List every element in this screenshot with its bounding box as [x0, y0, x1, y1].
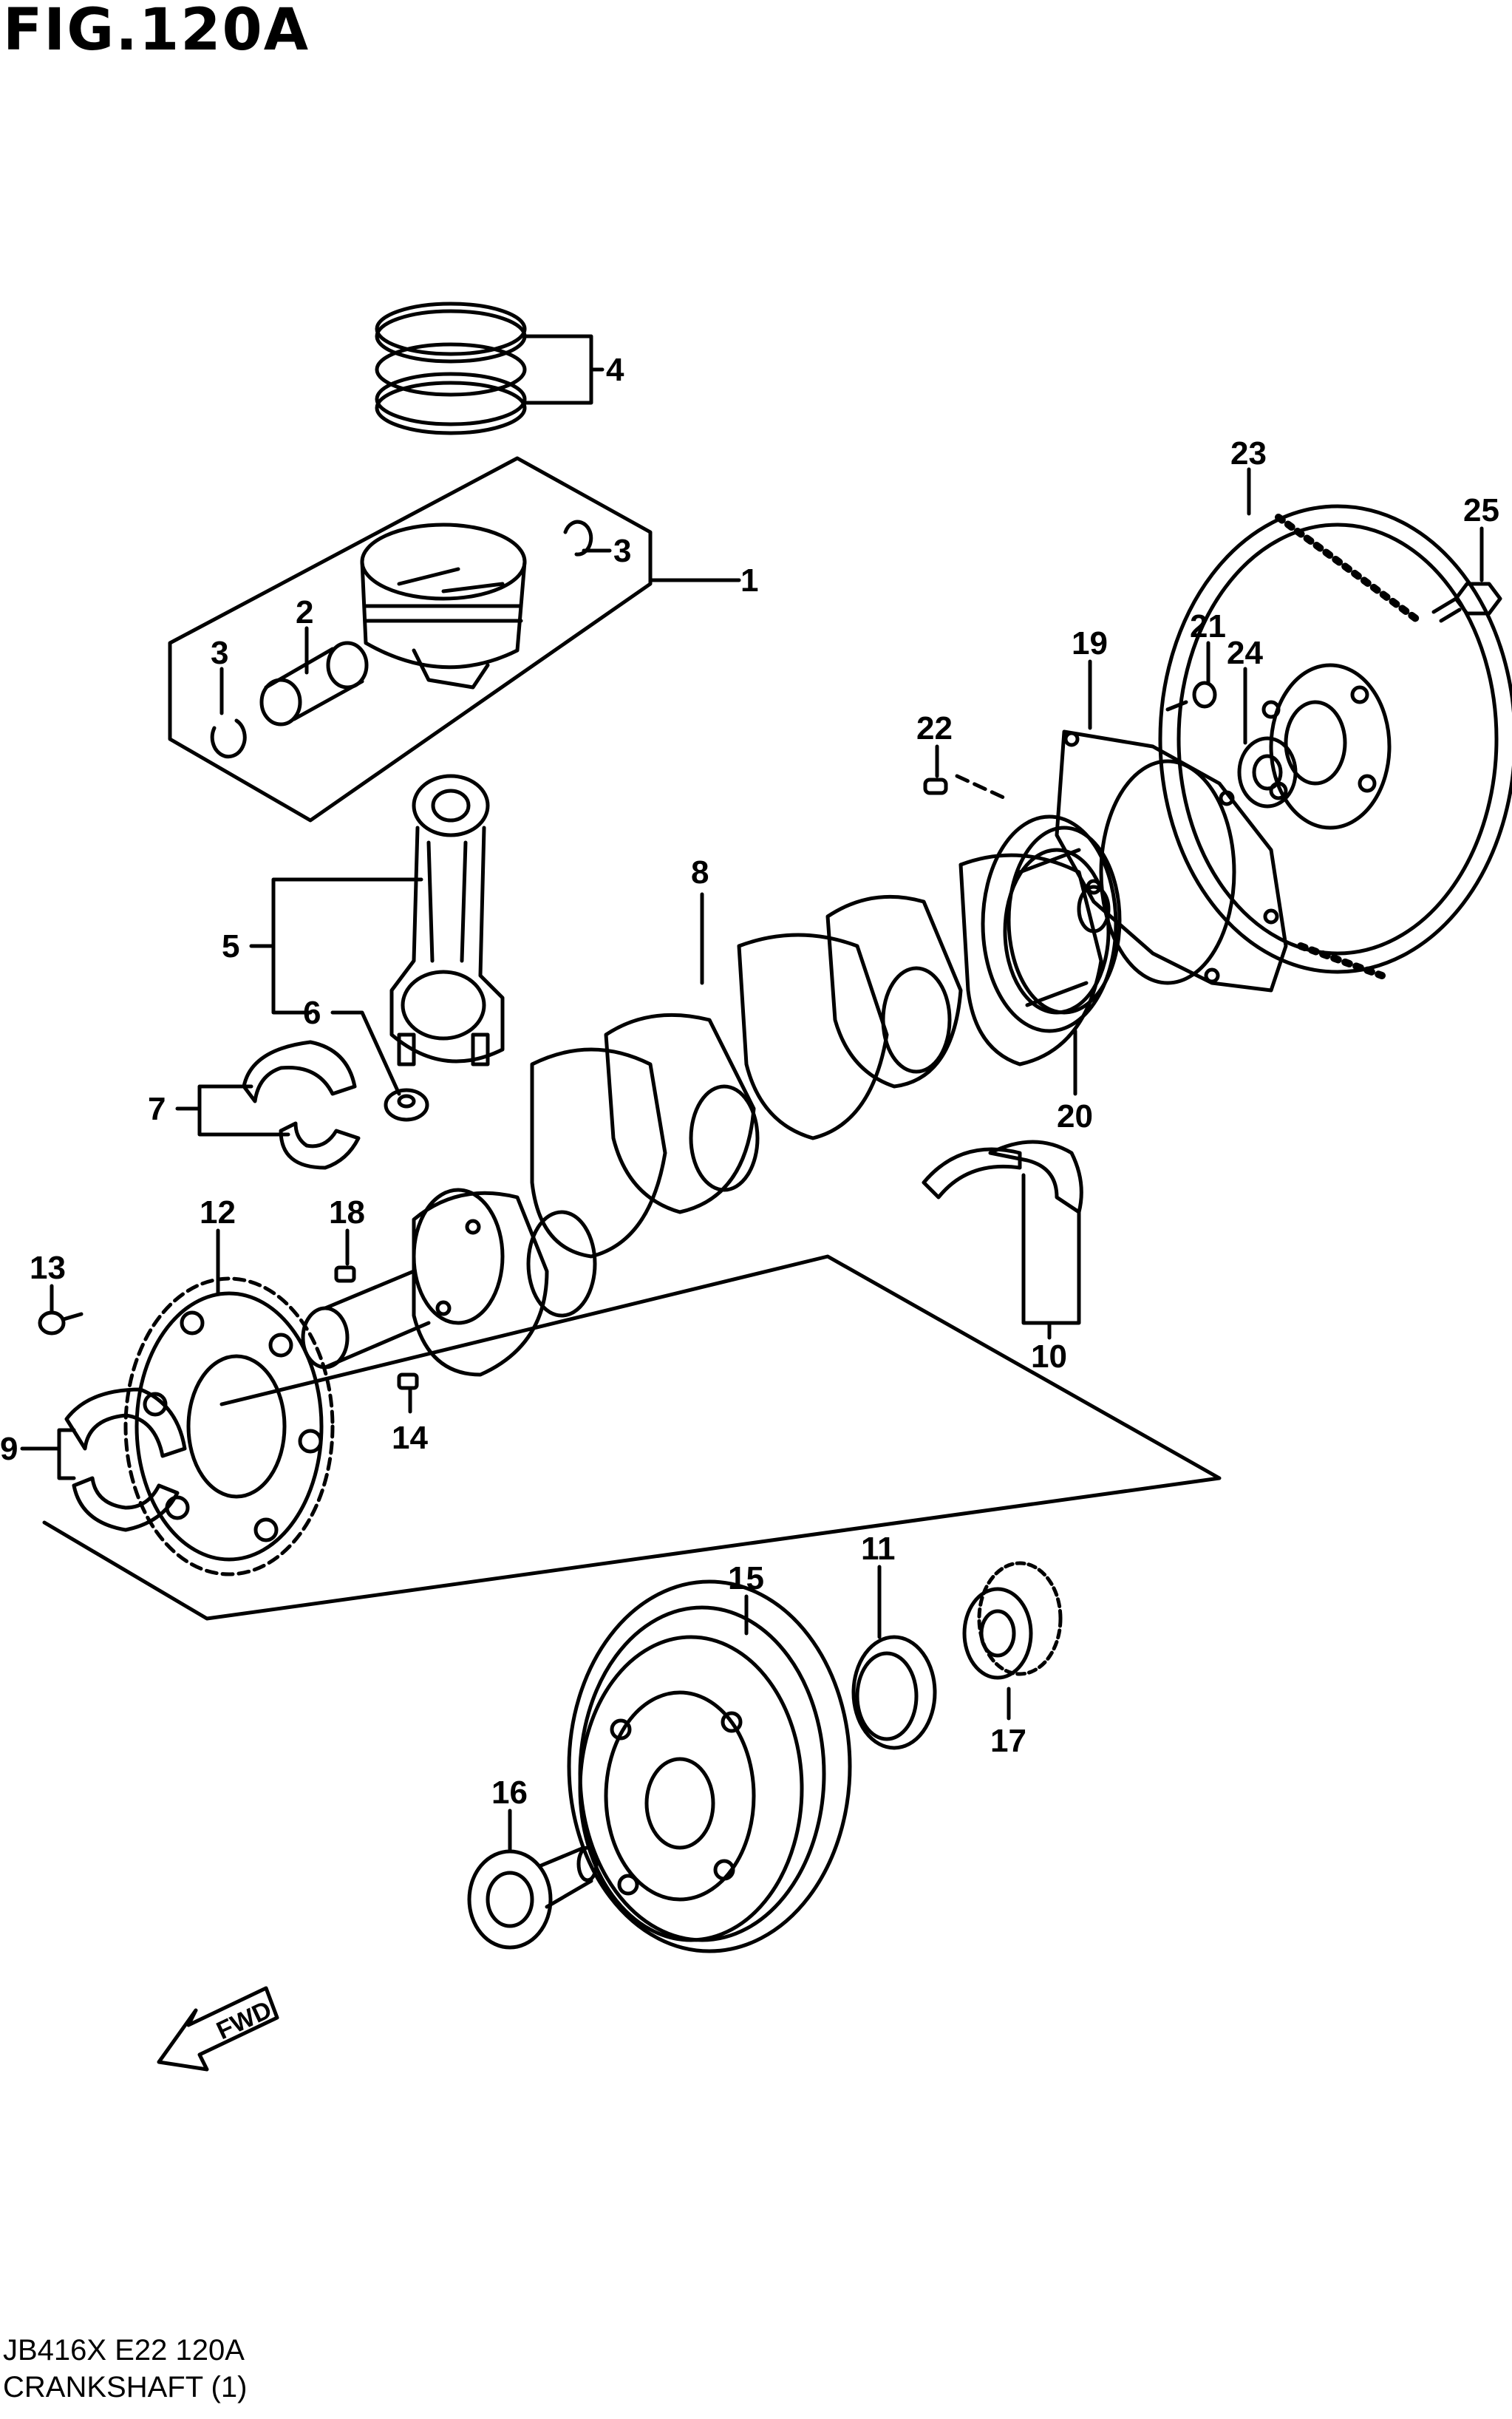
callout-2: 2	[296, 594, 313, 630]
leader-lines	[20, 334, 1484, 1854]
piston	[360, 523, 527, 690]
callout-1: 1	[740, 562, 758, 599]
crankshaft-timing-sprocket	[123, 1276, 335, 1576]
callout-17: 17	[990, 1723, 1026, 1759]
lower-group-box	[42, 1254, 1222, 1621]
callout-13: 13	[30, 1250, 66, 1286]
figure-title: FIG.120A	[3, 0, 310, 64]
connecting-rod-nut	[384, 1088, 429, 1122]
front-oil-seal	[851, 1635, 937, 1750]
crankshaft-pulley-bolt	[467, 1845, 599, 1950]
fwd-direction-arrow: FWD	[157, 1986, 279, 2072]
callout-3-right: 3	[613, 533, 631, 569]
callout-10: 10	[1031, 1338, 1067, 1375]
fwd-label: FWD	[212, 1996, 276, 2045]
sprocket-key	[334, 1265, 356, 1283]
callout-6: 6	[303, 995, 321, 1031]
callout-18: 18	[329, 1194, 365, 1231]
callout-16: 16	[491, 1775, 528, 1811]
callout-12: 12	[200, 1194, 236, 1231]
callout-20: 20	[1057, 1098, 1093, 1134]
callout-23: 23	[1230, 435, 1267, 472]
callout-14: 14	[392, 1420, 428, 1456]
rear-seal-housing	[1055, 729, 1288, 993]
callout-7: 7	[148, 1091, 166, 1127]
crankshaft-position-gear	[962, 1561, 1063, 1680]
dowel-pin	[923, 774, 1007, 800]
connecting-rod	[389, 774, 505, 1066]
piston-group-box	[168, 456, 653, 823]
crankshaft-main-bearings	[922, 1140, 1083, 1214]
pilot-bearing	[1237, 736, 1298, 809]
callout-8: 8	[691, 854, 709, 891]
crankshaft-key	[397, 1372, 419, 1390]
callout-labels: 1 2 3 3 4 5 6 7 8 9 10 11 12 13 14 15 16…	[0, 352, 1499, 1811]
flywheel	[1158, 504, 1512, 979]
connecting-rod-bearings	[242, 1040, 361, 1170]
flywheel-bolt	[1431, 582, 1502, 623]
piston-pin	[259, 641, 369, 727]
section-name: CRANKSHAFT (1)	[3, 2371, 248, 2403]
callout-22: 22	[916, 710, 953, 746]
flywheel-bolt-small	[1165, 681, 1217, 712]
front-main-bearing	[64, 1387, 187, 1532]
callout-5: 5	[222, 928, 239, 964]
callout-11: 11	[861, 1531, 896, 1567]
piston-rings	[375, 302, 527, 435]
crankshaft-pulley	[567, 1579, 852, 1953]
callout-19: 19	[1072, 625, 1108, 661]
model-code: JB416X E22 120A	[3, 2334, 245, 2367]
callout-15: 15	[728, 1560, 764, 1596]
callout-9: 9	[0, 1431, 18, 1467]
callout-24: 24	[1227, 635, 1263, 671]
callout-3-left: 3	[211, 635, 228, 671]
callout-21: 21	[1190, 608, 1226, 644]
callout-25: 25	[1463, 492, 1499, 528]
sprocket-bolt	[38, 1310, 84, 1336]
rear-oil-seal	[981, 814, 1122, 1033]
callout-4: 4	[606, 352, 624, 388]
